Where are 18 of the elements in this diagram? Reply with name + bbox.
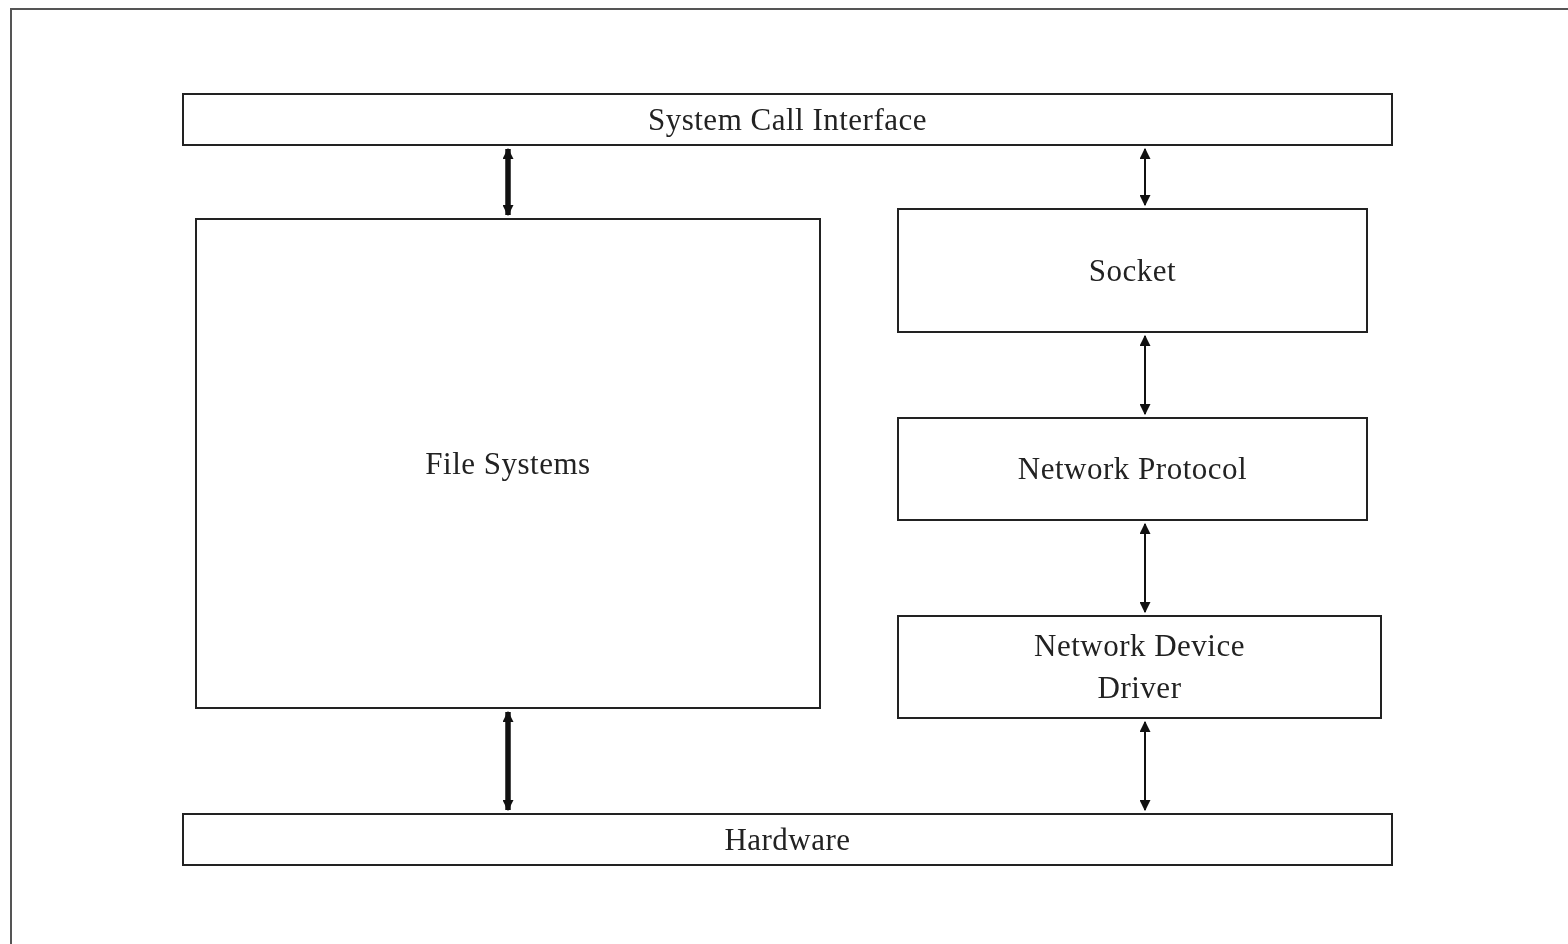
module-box (897, 615, 1382, 719)
module-box (897, 417, 1368, 521)
module-box (195, 218, 821, 709)
double-arrow (1139, 522, 1151, 614)
layer-bar (182, 93, 1393, 146)
double-arrow (502, 147, 514, 217)
node-label: Network Protocol (1017, 450, 1248, 489)
double-arrow (1139, 147, 1151, 207)
layer-bar (182, 813, 1393, 866)
double-arrow (1139, 334, 1151, 416)
double-arrow (1139, 720, 1151, 812)
node-label: Socket (1088, 251, 1177, 290)
node-label: Network Device Driver (1033, 627, 1246, 707)
double-arrow (502, 710, 514, 812)
node-label: System Call Interface (647, 100, 928, 139)
node-label: File Systems (425, 444, 591, 483)
module-box (897, 208, 1368, 333)
node-label: Hardware (724, 820, 851, 859)
